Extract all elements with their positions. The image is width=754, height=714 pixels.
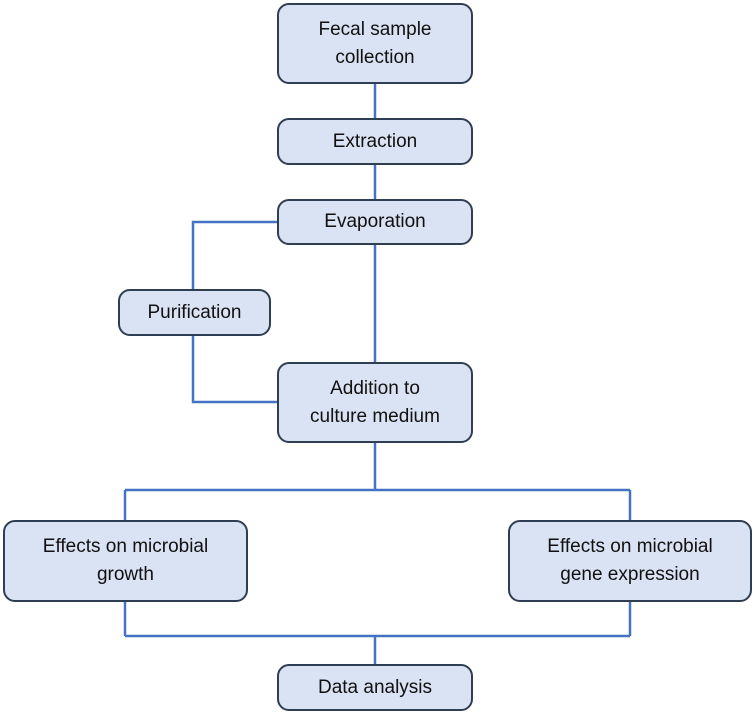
connector-purification-to-addition [191, 336, 278, 404]
node-fecal-sample-collection: Fecal sample collection [277, 3, 473, 84]
node-label-effects-on-microbial-growth: Effects on microbial growth [42, 536, 209, 585]
node-label-addition-to-culture-medium: Addition to culture medium [310, 377, 440, 427]
node-evaporation: Evaporation [277, 199, 473, 245]
connector-evaporation-to-purification [191, 220, 278, 289]
node-data-analysis: Data analysis [277, 664, 473, 711]
node-label-purification: Purification [147, 301, 242, 323]
node-effects-on-microbial-growth: Effects on microbial growth [3, 520, 248, 602]
node-effects-on-microbial-gene-expression: Effects on microbial gene expression [508, 520, 752, 602]
node-label-effects-on-microbial-gene-expression: Effects on microbial gene expression [547, 536, 713, 585]
node-label-evaporation: Evaporation [324, 211, 426, 232]
node-label-extraction: Extraction [332, 130, 418, 152]
node-extraction: Extraction [277, 118, 473, 165]
node-purification: Purification [118, 289, 271, 336]
node-label-fecal-sample-collection: Fecal sample collection [318, 18, 432, 68]
node-addition-to-culture-medium: Addition to culture medium [277, 362, 473, 443]
node-label-data-analysis: Data analysis [317, 676, 433, 698]
